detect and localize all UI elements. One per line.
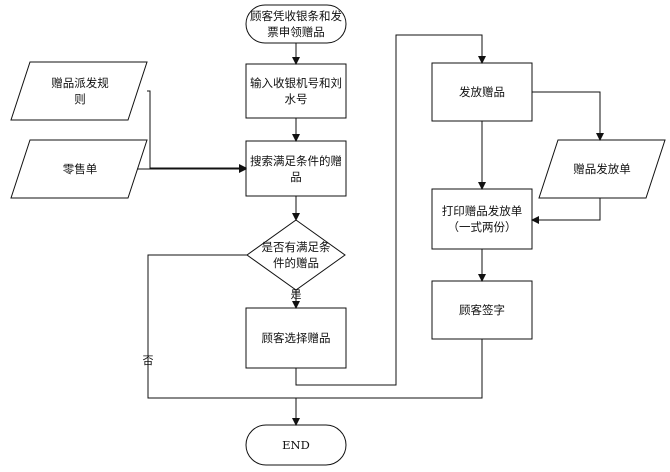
issue-gift-label: 发放赠品 — [459, 85, 505, 99]
edge-label-yes: 是 — [290, 288, 302, 301]
gift-rules-label: 赠品派发规 则 — [51, 76, 109, 106]
arrow-decision-no — [147, 254, 300, 426]
start-label: 顾客凭收银条和发 票申领赠品 — [250, 9, 342, 39]
retail-slip-data — [10, 139, 148, 199]
arrow-choose-to-issue — [295, 34, 486, 386]
end-label: END — [282, 438, 310, 452]
arrow-rules-to-search — [147, 90, 247, 172]
line-sign-to-end — [296, 339, 483, 399]
gift-rules-data — [10, 61, 148, 121]
gift-slip-data — [538, 139, 666, 199]
customer-sign-label: 顾客签字 — [459, 303, 505, 317]
print-slip-label: 打印赠品发放单 （一式两份） — [441, 204, 523, 234]
gift-slip-label: 赠品发放单 — [573, 162, 631, 176]
input-receipt-label: 输入收银机号和刘 水号 — [250, 76, 342, 106]
search-gifts-label: 搜索满足条件的赠 品 — [250, 153, 342, 184]
arrow-slip-to-print — [531, 198, 601, 224]
choose-gift-label: 顾客选择赠品 — [261, 331, 331, 345]
decision-label: 是否有满足条 件的赠品 — [261, 240, 331, 270]
retail-slip-label: 零售单 — [62, 162, 98, 176]
edge-label-no: 否 — [142, 354, 154, 367]
arrow-issue-to-slip — [532, 91, 604, 141]
